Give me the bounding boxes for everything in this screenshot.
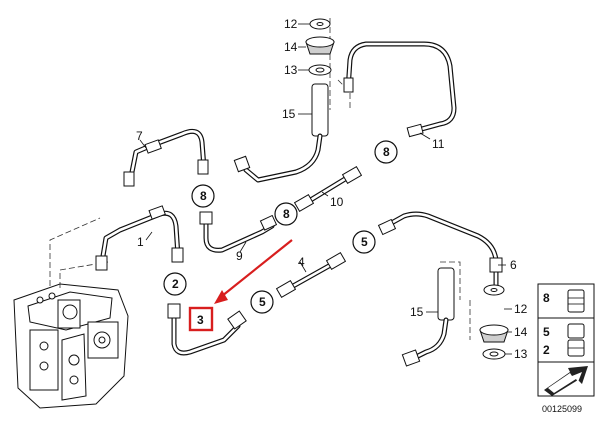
callout-15-bottom: 15	[410, 305, 424, 319]
callout-9: 9	[236, 249, 243, 263]
brake-line-3	[167, 303, 247, 356]
callout-14-top: 14	[284, 40, 298, 54]
legend-labels: 8 5 2	[543, 291, 550, 357]
callout-11: 11	[432, 137, 445, 151]
brake-line-9	[199, 211, 278, 253]
legend-panel	[537, 283, 595, 397]
callout-1: 1	[137, 235, 144, 249]
mount-stack-bottom	[479, 284, 509, 360]
mount-stack-top	[305, 18, 335, 76]
callout-12-bottom: 12	[514, 302, 528, 316]
callout-2: 2	[172, 277, 179, 291]
part-number-labels: 12 14 13 15 11 7 8 8 8 10 1 9 2 3 4 5 5 …	[136, 17, 528, 361]
leader-lines	[139, 23, 512, 355]
brake-hose-15-top	[233, 83, 329, 183]
callout-13-bottom: 13	[514, 347, 528, 361]
brake-hose-4	[275, 251, 347, 299]
highlight-box	[188, 306, 214, 332]
brake-hose-10	[293, 165, 363, 213]
reference-lines	[49, 18, 471, 340]
legend-label-2: 2	[543, 343, 550, 357]
callout-7: 7	[136, 129, 143, 143]
callout-6: 6	[510, 258, 517, 272]
callout-8-c: 8	[283, 207, 290, 221]
brake-line-11	[343, 41, 457, 138]
brake-line-6	[377, 211, 503, 289]
callout-3: 3	[197, 313, 204, 327]
highlight-arrowhead	[214, 290, 228, 304]
highlight-annotation	[188, 239, 293, 332]
callout-8-b: 8	[200, 189, 207, 203]
callout-14-bottom: 14	[514, 325, 528, 339]
highlight-arrow	[221, 239, 293, 297]
callout-15-top: 15	[282, 107, 296, 121]
callout-4: 4	[298, 255, 305, 269]
callout-13-top: 13	[284, 63, 298, 77]
brake-line-7	[123, 128, 209, 187]
circled-callouts	[163, 140, 398, 314]
abs-unit-illustration	[13, 283, 129, 409]
callout-5-a: 5	[361, 235, 368, 249]
callout-8-a: 8	[383, 145, 390, 159]
legend-label-5: 5	[543, 325, 550, 339]
callout-12-top: 12	[284, 17, 298, 31]
diagram-id-label: 00125099	[542, 404, 582, 414]
brake-line-1	[95, 205, 184, 271]
callout-10: 10	[330, 195, 344, 209]
legend-label-8: 8	[543, 291, 550, 305]
callout-5-b: 5	[259, 295, 266, 309]
brake-hose-15-bottom	[401, 267, 455, 367]
